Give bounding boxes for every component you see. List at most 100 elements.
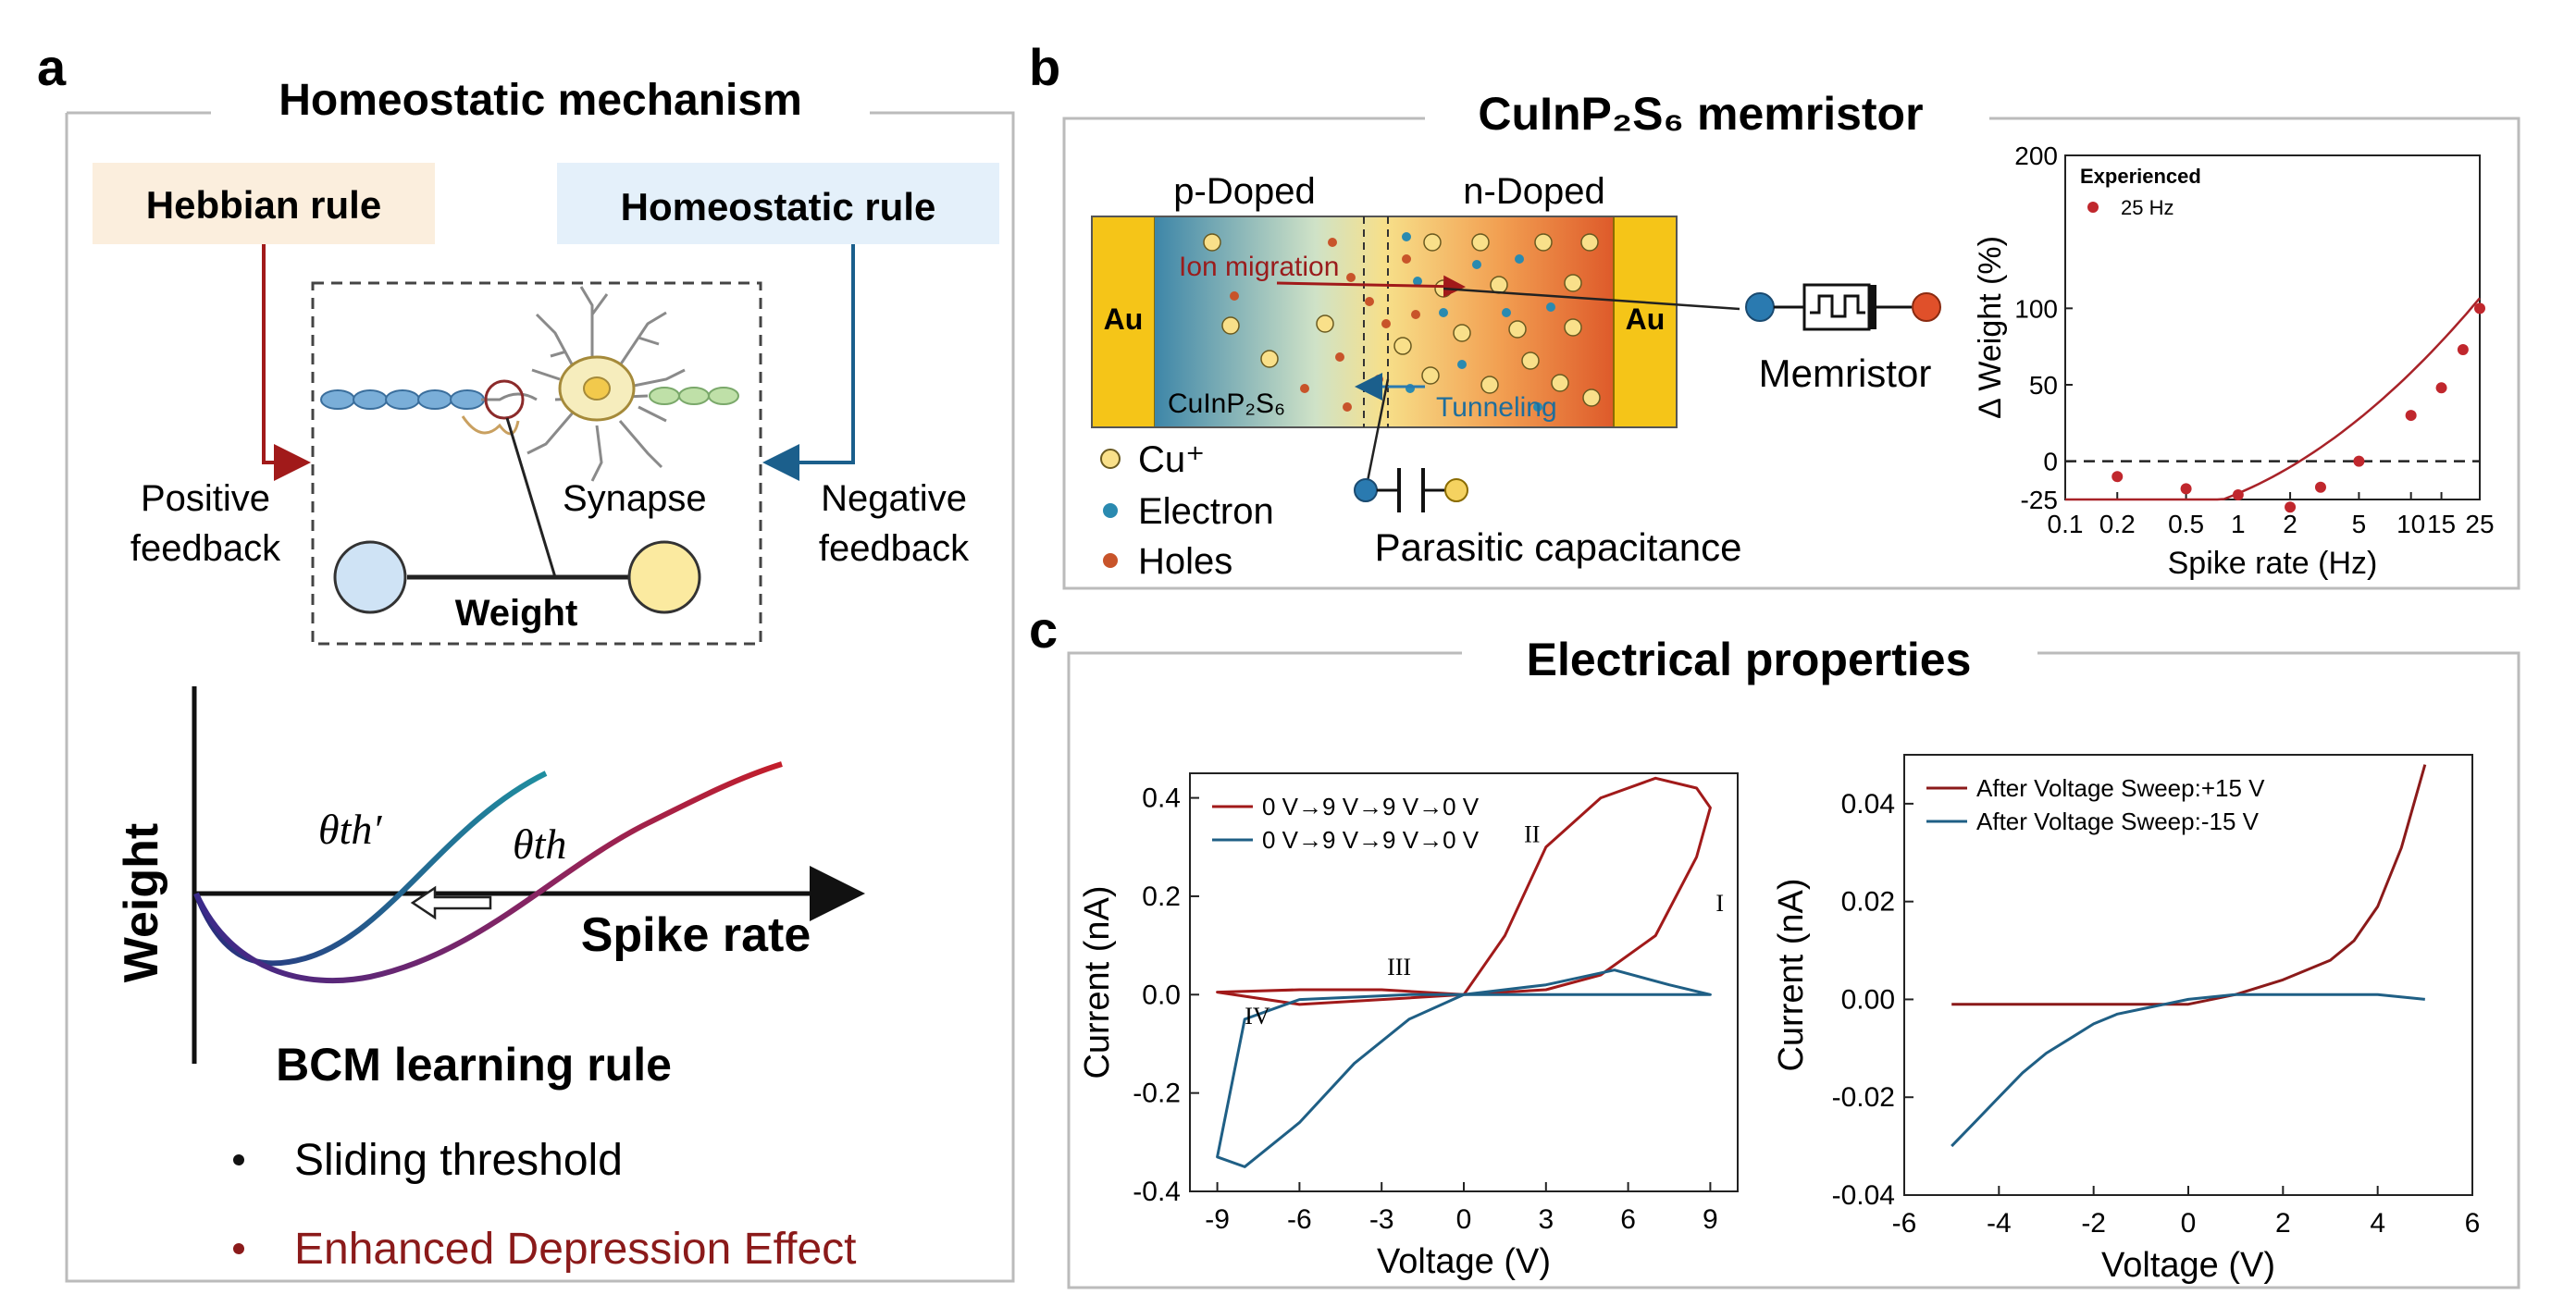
legend-electron-marker: [1103, 503, 1118, 518]
chart-b-data-point: [2232, 489, 2244, 501]
chart-b-fit-curve: [2065, 297, 2481, 501]
chart-c1-x-tick-label: 3: [1538, 1204, 1554, 1235]
ion-migration-label: Ion migration: [1179, 252, 1339, 282]
memristor-label: Memristor: [1759, 351, 1932, 395]
chart-b-x-tick-label: 0.2: [2099, 510, 2136, 538]
bcm-curve-original: [193, 761, 783, 984]
chart-b-y-tick-label: 200: [2014, 142, 2058, 170]
chart-b-x-tick-label: 15: [2427, 510, 2456, 538]
synapse-pointer-line: [505, 417, 557, 578]
chart-c2-x-tick-label: -6: [1892, 1208, 1917, 1239]
chart-c1-y-tick-label: 0.0: [1142, 980, 1181, 1010]
n-doped-label: n-Doped: [1463, 171, 1604, 212]
chart-c1-x-tick-label: -6: [1287, 1204, 1312, 1235]
chart-b-x-tick-label: 5: [2352, 510, 2367, 538]
chart-c2-y-tick-label: 0.00: [1841, 984, 1895, 1015]
chart-b-data-point: [2435, 382, 2447, 394]
capacitance-pointer-line: [1366, 378, 1390, 482]
panel-c-title: Electrical properties: [1527, 634, 1972, 685]
bullet-enhanced-depression: Enhanced Depression Effect: [294, 1225, 857, 1274]
chart-c1-series-line: [1216, 776, 1712, 1006]
electron-particles: [1402, 232, 1555, 412]
chart-b-y-tick-label: 50: [2029, 371, 2058, 400]
chart-b-x-tick-label: 0.5: [2168, 510, 2204, 538]
chart-b-y-label: Δ Weight (%): [1973, 236, 2008, 419]
chart-c1-legend-label: 0 V→9 V→9 V→0 V: [1262, 793, 1480, 820]
chart-b-legend-label: 25 Hz: [2121, 196, 2174, 219]
presynaptic-neuron-circle: [333, 540, 407, 614]
synapse-box: [311, 281, 762, 646]
p-doped-label: p-Doped: [1173, 171, 1315, 212]
chart-b-x-tick-label: 25: [2465, 510, 2494, 538]
chart-c2-x-tick-label: 2: [2275, 1208, 2291, 1239]
chart-b-data-point: [2180, 483, 2192, 495]
homeostatic-rule-label: Homeostatic rule: [621, 185, 936, 228]
panel-a-title: Homeostatic mechanism: [279, 76, 802, 125]
legend-cu-marker: [1100, 449, 1121, 469]
neuron-illustration: [320, 286, 739, 482]
chart-b-data-point: [2314, 481, 2326, 493]
negative-feedback-line1: Negative: [821, 478, 967, 519]
chart-c2-y-tick-label: 0.04: [1841, 789, 1895, 820]
chart-b-x-tick-label: 2: [2283, 510, 2297, 538]
chart-b-data-point: [2457, 343, 2469, 355]
theta-th-label: θth: [513, 820, 566, 868]
postsynaptic-neuron-circle: [627, 540, 701, 614]
chart-b-data-point: [2285, 501, 2297, 513]
bcm-curve-shifted: [193, 771, 548, 967]
chart-c2-y-tick-label: 0.02: [1841, 887, 1895, 918]
chart-c2-x-tick-label: 0: [2181, 1208, 2197, 1239]
capacitor-symbol-icon: [1354, 468, 1468, 512]
bcm-plot: Weight Spike rate θth′ θth: [115, 686, 865, 1064]
chart-c1-y-tick-label: 0.2: [1142, 882, 1181, 912]
theta-th-prime-label: θth′: [318, 806, 382, 853]
chart-c1-x-label: Voltage (V): [1377, 1242, 1551, 1281]
negative-feedback-line2: feedback: [819, 528, 970, 569]
chart-c1-y-tick-label: -0.2: [1133, 1079, 1181, 1109]
cu-ion-particles: [1203, 233, 1601, 407]
chart-b-y-tick-label: -25: [2021, 486, 2058, 514]
panel-c-frame: [1067, 651, 2520, 1289]
panel-b: b CuInP₂S₆ memristor p-Doped n-Doped Au …: [1029, 38, 2520, 590]
chart-c1-x-tick-label: 6: [1620, 1204, 1636, 1235]
chart-b-x-tick-label: 10: [2396, 510, 2425, 538]
chart-c2-y-label: Current (nA): [1772, 878, 1811, 1071]
legend-holes-marker: [1103, 553, 1118, 568]
chart-c2-legend-label: After Voltage Sweep:+15 V: [1976, 774, 2265, 802]
weight-label: Weight: [455, 593, 578, 634]
threshold-shift-arrow: [410, 885, 492, 920]
chart-c2-x-tick-label: 6: [2465, 1208, 2481, 1239]
ion-migration-arrow: [1276, 275, 1466, 298]
synapse-highlight-circle: [484, 379, 525, 420]
panel-b-letter: b: [1029, 38, 1060, 96]
chart-c1-series-line: [1216, 968, 1712, 1168]
chart-b-y-tick-label: 100: [2014, 294, 2058, 323]
chart-c2-legend-label: After Voltage Sweep:-15 V: [1976, 808, 2260, 835]
chart-c2-x-label: Voltage (V): [2101, 1246, 2275, 1285]
chart-b-x-tick-label: 1: [2231, 510, 2246, 538]
chart-c1-x-tick-label: 9: [1703, 1204, 1718, 1235]
chart-b-axes-box: [2064, 154, 2481, 500]
chart-c1-x-tick-label: 0: [1456, 1204, 1472, 1235]
chart-b-y-tick-label: 0: [2043, 448, 2058, 476]
chart-c2-y-tick-label: -0.04: [1832, 1180, 1895, 1211]
panel-c-letter: c: [1029, 600, 1058, 659]
chart-b-data-point: [2112, 471, 2124, 483]
chart-b-legend-marker: [2087, 202, 2099, 213]
memristor-symbol-icon: [1745, 283, 1941, 331]
chart-b-data-point: [2474, 302, 2485, 314]
bullet-dot-2: [233, 1243, 244, 1254]
chart-b-data-point: [2353, 455, 2365, 467]
chart-c1-sweep-label: IV: [1245, 1003, 1270, 1030]
chart-c1-x-tick-label: -3: [1369, 1204, 1394, 1235]
chart-b-data-point: [2405, 410, 2417, 422]
chart-c1-y-tick-label: 0.4: [1142, 783, 1181, 814]
chart-c2-x-tick-label: -4: [1987, 1208, 2012, 1239]
chart-c2-x-tick-label: -2: [2081, 1208, 2106, 1239]
chart-c2-series-line: [1951, 993, 2425, 1148]
chart-c1-y-tick-label: -0.4: [1133, 1177, 1181, 1207]
